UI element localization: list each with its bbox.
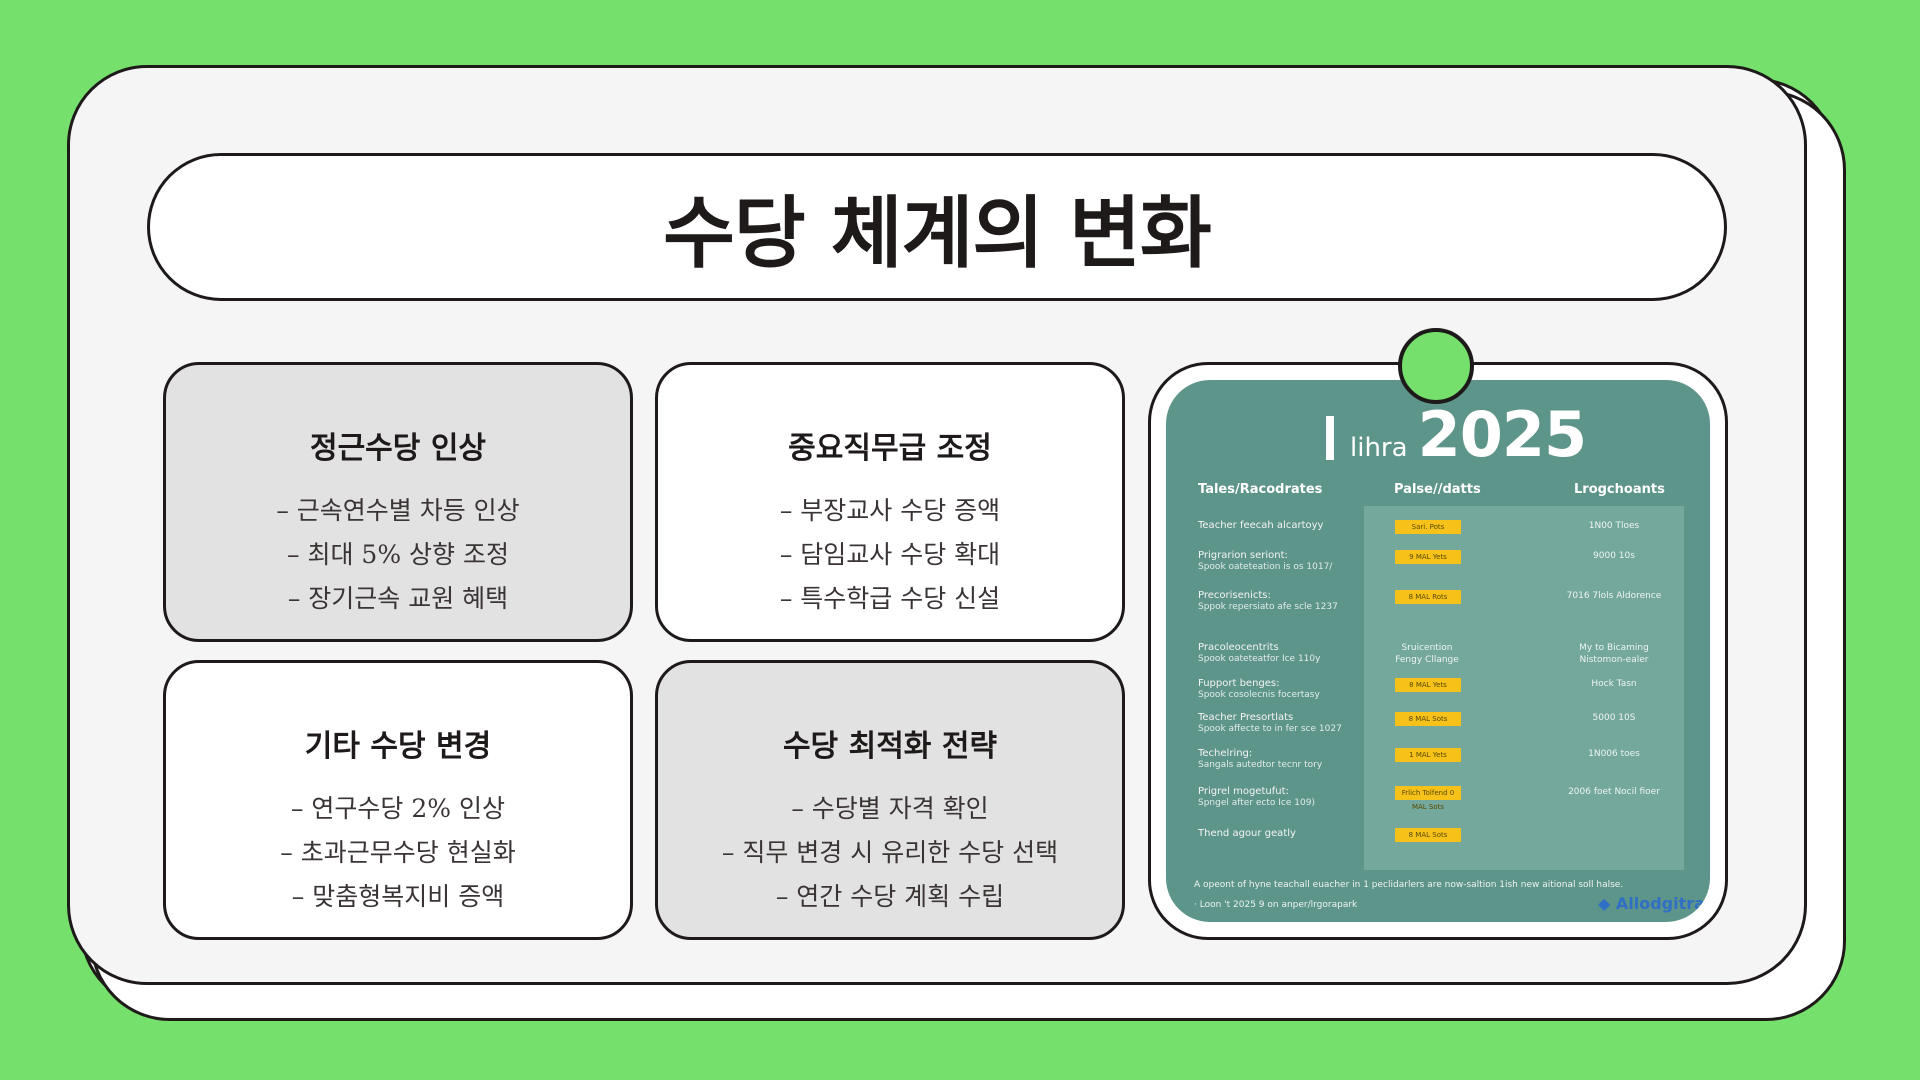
poster-row-sublabel: Spook affecte to in fer sce 1027: [1198, 724, 1342, 734]
poster-row-badge: 8 MAL Rots: [1395, 590, 1461, 604]
card-item: – 연구수당 2% 인상: [290, 794, 505, 823]
poster-row-badge: 8 MAL Yets: [1395, 678, 1461, 692]
poster-row-label: Pracoleocentrits: [1198, 642, 1279, 653]
poster-row-value: 9000 10s: [1593, 551, 1635, 561]
poster-row: Prigrel mogetufut:Spngel after ecto Ice …: [1166, 786, 1710, 826]
poster-row-badge: Sari. Pots: [1395, 520, 1461, 534]
poster-row: Techelring:Sangals autedtor tecnr tory 1 …: [1166, 748, 1710, 788]
poster-row-label: Teacher feecah alcartoyy: [1198, 520, 1324, 531]
card-heading: 수당 최적화 전략: [782, 729, 998, 764]
poster-row-badge: Frlich Tolfend 0 MAL Sots: [1395, 786, 1461, 811]
poster-brand: lihra: [1350, 433, 1408, 463]
card-item: – 연간 수당 계획 수립: [775, 882, 1005, 911]
poster-footnote: · Loon 't 2025 9 on anper/lrgorapark: [1194, 900, 1358, 910]
card-heading: 기타 수당 변경: [304, 729, 492, 764]
page-title: 수당 체계의 변화: [663, 189, 1212, 279]
card-item: – 직무 변경 시 유리한 수당 선택: [721, 838, 1059, 867]
poster-row: Prigrarion seriont:Spook oateteation is …: [1166, 550, 1710, 590]
poster-logo-text: Allodgitra: [1615, 894, 1705, 913]
poster-row-sublabel: Sppok repersiato afe scle 1237: [1198, 602, 1338, 612]
poster-row-sublabel: Spook oateteation is os 1017/: [1198, 562, 1333, 572]
poster-row-value: 1N006 toes: [1588, 749, 1640, 759]
card-item: – 최대 5% 상향 조정: [287, 540, 509, 569]
poster-row-sublabel: Spook oateteatfor Ice 110y: [1198, 654, 1321, 664]
poster-row-label: Prigrarion seriont:: [1198, 550, 1288, 561]
poster-footnote: A opeont of hyne teachall euacher in 1 p…: [1194, 880, 1624, 890]
poster-row-sublabel: Spook cosolecnis focertasy: [1198, 690, 1320, 700]
poster-image: lihra 2025 Tales/Racodrates Palse//datts…: [1166, 380, 1710, 922]
poster-row-label: Prigrel mogetufut:: [1198, 786, 1289, 797]
poster-header: Lrogchoants: [1574, 482, 1665, 497]
poster-row-badge: 9 MAL Yets: [1395, 550, 1461, 564]
poster-bar-mark: [1326, 416, 1334, 460]
poster-row-sublabel: Sangals autedtor tecnr tory: [1198, 760, 1323, 770]
poster-row: Precorisenicts:Sppok repersiato afe scle…: [1166, 590, 1710, 630]
poster-row-badge: 8 MAL Sots: [1395, 828, 1461, 842]
poster-row-value: 1N00 Tloes: [1588, 521, 1640, 531]
poster-row-value: 2006 foet Nocil fioer: [1568, 787, 1660, 797]
poster-title: lihra 2025: [1326, 398, 1588, 471]
card-regular-allowance: 정근수당 인상 – 근속연수별 차등 인상 – 최대 5% 상향 조정 – 장기…: [163, 362, 633, 642]
card-heading: 중요직무급 조정: [788, 431, 992, 466]
poster-row-value: 7016 7lols Aldorence: [1566, 591, 1662, 601]
card-optimization-strategy: 수당 최적화 전략 – 수당별 자격 확인 – 직무 변경 시 유리한 수당 선…: [655, 660, 1125, 940]
card-item: – 맞춤형복지비 증액: [291, 882, 505, 911]
title-pill: 수당 체계의 변화: [147, 153, 1727, 301]
card-item: – 초과근무수당 현실화: [280, 838, 516, 867]
card-item: – 장기근속 교원 혜택: [287, 584, 509, 613]
poster-header: Palse//datts: [1394, 482, 1481, 497]
card-item: – 부장교사 수당 증액: [779, 496, 1001, 525]
poster-year: 2025: [1417, 398, 1588, 471]
poster-row-value: Hock Tasn: [1591, 679, 1637, 689]
card-item: – 특수학급 수당 신설: [779, 584, 1001, 613]
card-other-allowance: 기타 수당 변경 – 연구수당 2% 인상 – 초과근무수당 현실화 – 맞춤형…: [163, 660, 633, 940]
card-duty-pay: 중요직무급 조정 – 부장교사 수당 증액 – 담임교사 수당 확대 – 특수학…: [655, 362, 1125, 642]
poster-row-value: 5000 10S: [1592, 713, 1636, 723]
poster-header: Tales/Racodrates: [1198, 482, 1323, 497]
poster-row-label: Fupport benges:: [1198, 678, 1280, 689]
poster-row-sublabel: Spngel after ecto Ice 109): [1198, 798, 1315, 808]
poster-row: Thend agour geatly 8 MAL Sots: [1166, 828, 1710, 868]
poster-row-label: Precorisenicts:: [1198, 590, 1271, 601]
poster-row-label: Teacher Presortlats: [1198, 712, 1294, 723]
poster-row-badge: 1 MAL Yets: [1395, 748, 1461, 762]
poster-row-label: Thend agour geatly: [1198, 828, 1296, 839]
poster-row: Teacher feecah alcartoyy Sari. Pots 1N00 T…: [1166, 520, 1710, 560]
poster-row-value: My to Bicaming Nistomon-ealer: [1579, 643, 1649, 665]
poster-logo: ◆ Allodgitra: [1598, 894, 1705, 913]
poster-row-badge: 8 MAL Sots: [1395, 712, 1461, 726]
card-item: – 근속연수별 차등 인상: [276, 496, 520, 525]
card-item: – 담임교사 수당 확대: [779, 540, 1001, 569]
card-item: – 수당별 자격 확인: [791, 794, 989, 823]
pin-dot: [1398, 328, 1474, 404]
poster-row-mid: Sruicention Fengy Cllange: [1395, 643, 1459, 665]
poster-row: Fupport benges:Spook cosolecnis focertas…: [1166, 678, 1710, 718]
poster-row-label: Techelring:: [1198, 748, 1253, 759]
card-heading: 정근수당 인상: [309, 431, 487, 466]
